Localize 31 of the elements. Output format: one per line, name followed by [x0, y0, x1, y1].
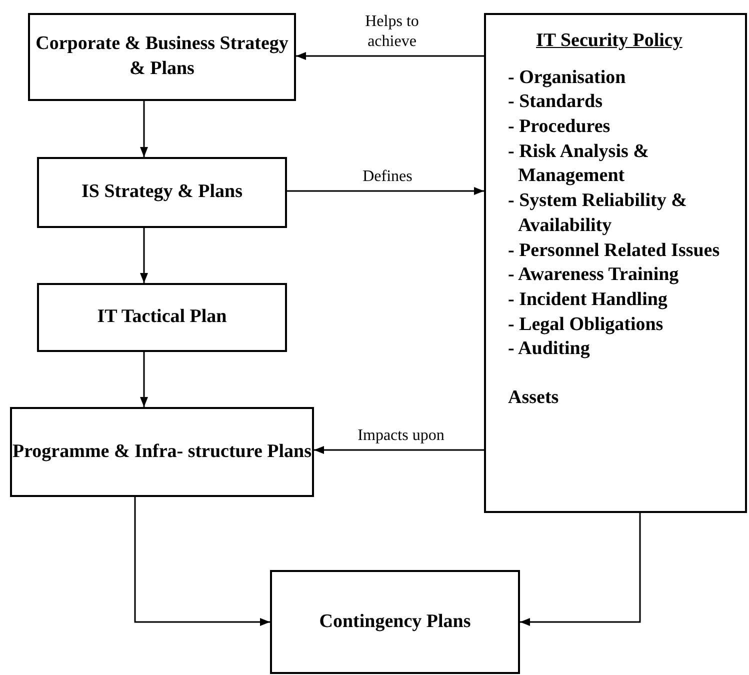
process-box [37, 157, 287, 228]
list-item: - Procedures [508, 115, 612, 140]
arrow [287, 187, 484, 195]
process-box [10, 407, 314, 497]
box-footer-text: Assets [508, 386, 560, 410]
list-item: - Risk Analysis & Management [508, 140, 650, 188]
box-label: IS Strategy & Plans [82, 180, 242, 204]
process-box [270, 570, 520, 674]
list-item: - System Reliability & Availability [508, 189, 688, 238]
process-box [28, 13, 296, 101]
list-item: - Incident Handling [508, 288, 668, 312]
list-item: - Personnel Related Issues [508, 238, 721, 262]
box-label: IT Tactical Plan [97, 305, 227, 330]
box-label: Contingency Plans [319, 610, 471, 634]
arrow [296, 52, 484, 60]
arrow [140, 101, 148, 157]
list-item: - Standards [508, 90, 604, 114]
arrow [140, 352, 148, 407]
list-item: - Awareness Training [508, 263, 680, 288]
arrow [140, 228, 148, 283]
list-item: - Auditing [508, 337, 591, 362]
box-label: Programme & Infra- structure Plans [12, 440, 312, 464]
arrow [134, 497, 270, 626]
box-heading: IT Security Policy [535, 29, 684, 53]
arrow [314, 446, 484, 454]
arrow [520, 513, 641, 626]
policy-list-box [484, 13, 747, 513]
list-item: - Organisation [508, 66, 627, 90]
process-box [37, 283, 287, 352]
list-item: - Legal Obligations [508, 312, 664, 337]
box-label: Corporate & Business Strategy & Plans [34, 32, 290, 81]
